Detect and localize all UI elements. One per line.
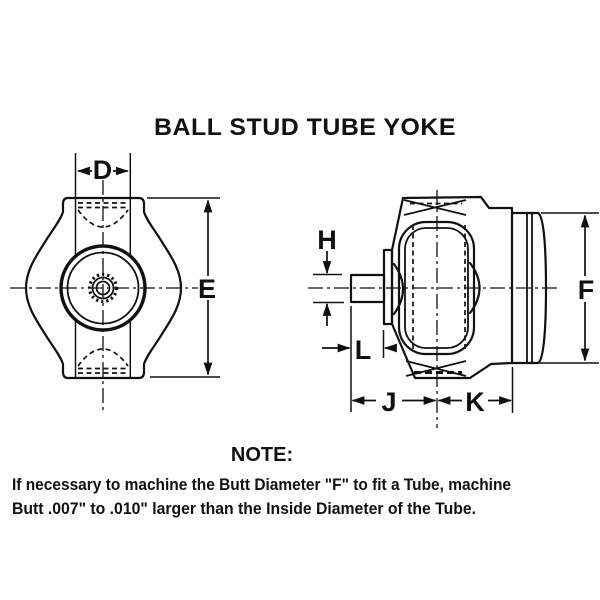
dimension-J: J: [351, 387, 437, 417]
front-body-outline: [24, 196, 183, 380]
spline-bore-inner-circle: [95, 280, 111, 296]
dim-f-label: F: [578, 275, 595, 305]
dim-k-label: K: [465, 387, 485, 417]
dimension-D: D: [76, 155, 129, 185]
dimension-K: K: [437, 367, 514, 417]
drawing-title: BALL STUD TUBE YOKE: [154, 114, 456, 141]
side-view: [308, 190, 560, 428]
front-view: [10, 153, 198, 410]
dim-d-label: D: [93, 155, 113, 185]
side-body-outline: [390, 195, 548, 380]
dimension-E: E: [147, 197, 220, 378]
note-heading: NOTE:: [231, 444, 293, 466]
yoke-opening-inner: [404, 227, 469, 349]
dim-h-label: H: [317, 225, 337, 255]
hidden-top-bore-arc: [77, 209, 129, 228]
stud-washer-plate: [382, 248, 394, 326]
dimension-H: H: [313, 225, 344, 326]
hub-outer-circle: [59, 244, 147, 332]
hub-inner-circle: [66, 251, 140, 325]
top-chamfer-line-2: [403, 199, 467, 216]
spline-teeth-ring: [87, 272, 119, 304]
yoke-opening-outer: [397, 220, 476, 356]
dimension-L: L: [322, 306, 397, 412]
note-line-2: Butt .007" to .010" larger than the Insi…: [12, 500, 476, 518]
dim-e-label: E: [198, 274, 216, 304]
hidden-bottom-bore-arc: [77, 348, 129, 367]
note-block: NOTE: If necessary to machine the Butt D…: [12, 444, 511, 518]
dim-j-label: J: [381, 387, 396, 417]
seat-bulge-right: [468, 261, 481, 315]
spline-bore-circle: [91, 276, 115, 300]
seat-bulge-left: [392, 262, 405, 316]
note-line-1: If necessary to machine the Butt Diamete…: [12, 476, 511, 494]
dim-l-label: L: [355, 335, 372, 365]
dimension-F: F: [539, 212, 599, 364]
